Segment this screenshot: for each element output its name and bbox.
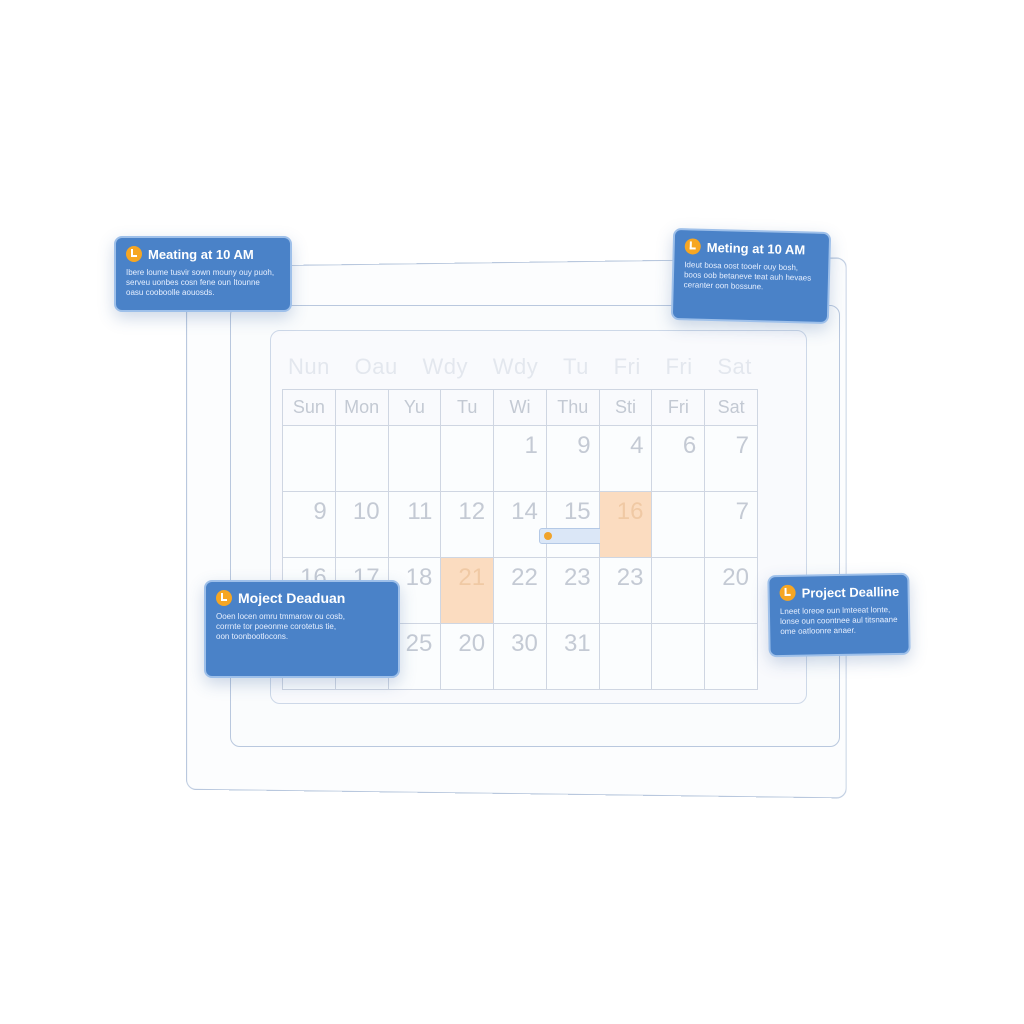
month-label: Oau [354, 354, 398, 379]
calendar-empty-cell[interactable] [283, 426, 336, 492]
project-deadline-card[interactable]: Moject Deaduan Ooen locen omru tmmarow o… [204, 580, 400, 678]
note-body: Lneet loreoe oun lmteeat lonte, lonse ou… [779, 605, 898, 637]
calendar-empty-cell[interactable] [599, 624, 653, 690]
weekday-header: Fri [652, 390, 706, 426]
note-title: Meting at 10 AM [706, 239, 806, 257]
calendar-day-cell[interactable]: 16 [599, 492, 653, 558]
note-body: Ideut bosa oost tooelr ouy bosh, boos oo… [683, 260, 812, 292]
calendar-day-cell[interactable]: 30 [494, 624, 547, 690]
calendar-empty-cell[interactable] [388, 426, 442, 492]
calendar-empty-cell[interactable] [652, 624, 706, 690]
note-header: Meting at 10 AM [684, 238, 819, 258]
weekday-header: Sti [599, 390, 653, 426]
calendar-day-cell[interactable]: 4 [599, 426, 653, 492]
note-body: Ooen locen omru tmmarow ou cosb, corrnte… [216, 612, 345, 641]
calendar-event-chip[interactable] [538, 528, 603, 544]
project-deadline-card[interactable]: Project Dealline Lneet loreoe oun lmteea… [767, 572, 911, 658]
weekday-header: Mon [335, 390, 389, 426]
calendar-day-cell[interactable]: 23 [599, 558, 653, 624]
calendar-day-cell[interactable]: 7 [705, 492, 758, 558]
calendar-day-cell[interactable]: 20 [441, 624, 495, 690]
weekday-header: Yu [388, 390, 442, 426]
month-label: Wdy [422, 354, 468, 379]
month-label: Fri [665, 354, 693, 379]
meeting-reminder-card[interactable]: Meating at 10 AM Ibere loume tusvir sown… [114, 236, 292, 312]
month-label: Fri [613, 354, 641, 379]
calendar-day-cell[interactable]: 10 [335, 492, 389, 558]
weekday-header: Tu [441, 390, 495, 426]
calendar-day-cell[interactable]: 15 [538, 492, 603, 558]
month-label: Tu [562, 354, 589, 379]
calendar-day-cell[interactable]: 11 [388, 492, 442, 558]
clock-icon [779, 584, 796, 602]
note-header: Meating at 10 AM [126, 246, 280, 262]
calendar-empty-cell[interactable] [652, 558, 706, 624]
note-body: Ibere loume tusvir sown mouny ouy puoh, … [126, 268, 275, 297]
calendar-month-header: Nun Oau Wdy Wdy Tu Fri Fri Sat [282, 345, 758, 389]
clock-icon [684, 238, 701, 255]
calendar-widget: Nun Oau Wdy Wdy Tu Fri Fri Sat Sun Mon Y… [282, 345, 758, 690]
calendar-empty-cell[interactable] [441, 426, 495, 492]
calendar-day-cell[interactable]: 7 [705, 426, 758, 492]
month-label: Wdy [492, 354, 539, 379]
calendar-day-cell[interactable]: 9 [283, 492, 336, 558]
calendar-day-cell[interactable]: 31 [546, 624, 600, 690]
calendar-day-cell[interactable]: 9 [546, 426, 600, 492]
note-title: Moject Deaduan [238, 590, 346, 606]
clock-icon [126, 246, 142, 262]
calendar-empty-cell[interactable] [335, 426, 389, 492]
note-header: Moject Deaduan [216, 590, 388, 606]
note-title: Project Dealline [801, 583, 900, 601]
weekday-header: Wi [494, 390, 547, 426]
calendar-day-cell[interactable]: 22 [494, 558, 547, 624]
clock-icon [216, 590, 232, 606]
weekday-header: Sat [705, 390, 758, 426]
calendar-day-cell[interactable]: 20 [705, 558, 758, 624]
note-title: Meating at 10 AM [148, 246, 254, 262]
calendar-empty-cell[interactable] [652, 492, 706, 558]
meeting-reminder-card[interactable]: Meting at 10 AM Ideut bosa oost tooelr o… [670, 227, 832, 325]
calendar-day-cell[interactable]: 23 [546, 558, 600, 624]
calendar-day-cell[interactable]: 6 [652, 426, 706, 492]
note-header: Project Dealline [779, 583, 900, 602]
month-label: Nun [288, 354, 330, 379]
event-dot-icon [543, 532, 552, 540]
month-label: Sat [717, 354, 752, 379]
calendar-day-cell[interactable]: 14 [494, 492, 547, 558]
weekday-header: Sun [283, 390, 336, 426]
calendar-empty-cell[interactable] [705, 624, 758, 690]
weekday-header: Thu [546, 390, 600, 426]
calendar-day-cell[interactable]: 12 [441, 492, 495, 558]
calendar-day-cell[interactable]: 21 [441, 558, 495, 624]
calendar-day-cell[interactable]: 1 [494, 426, 547, 492]
